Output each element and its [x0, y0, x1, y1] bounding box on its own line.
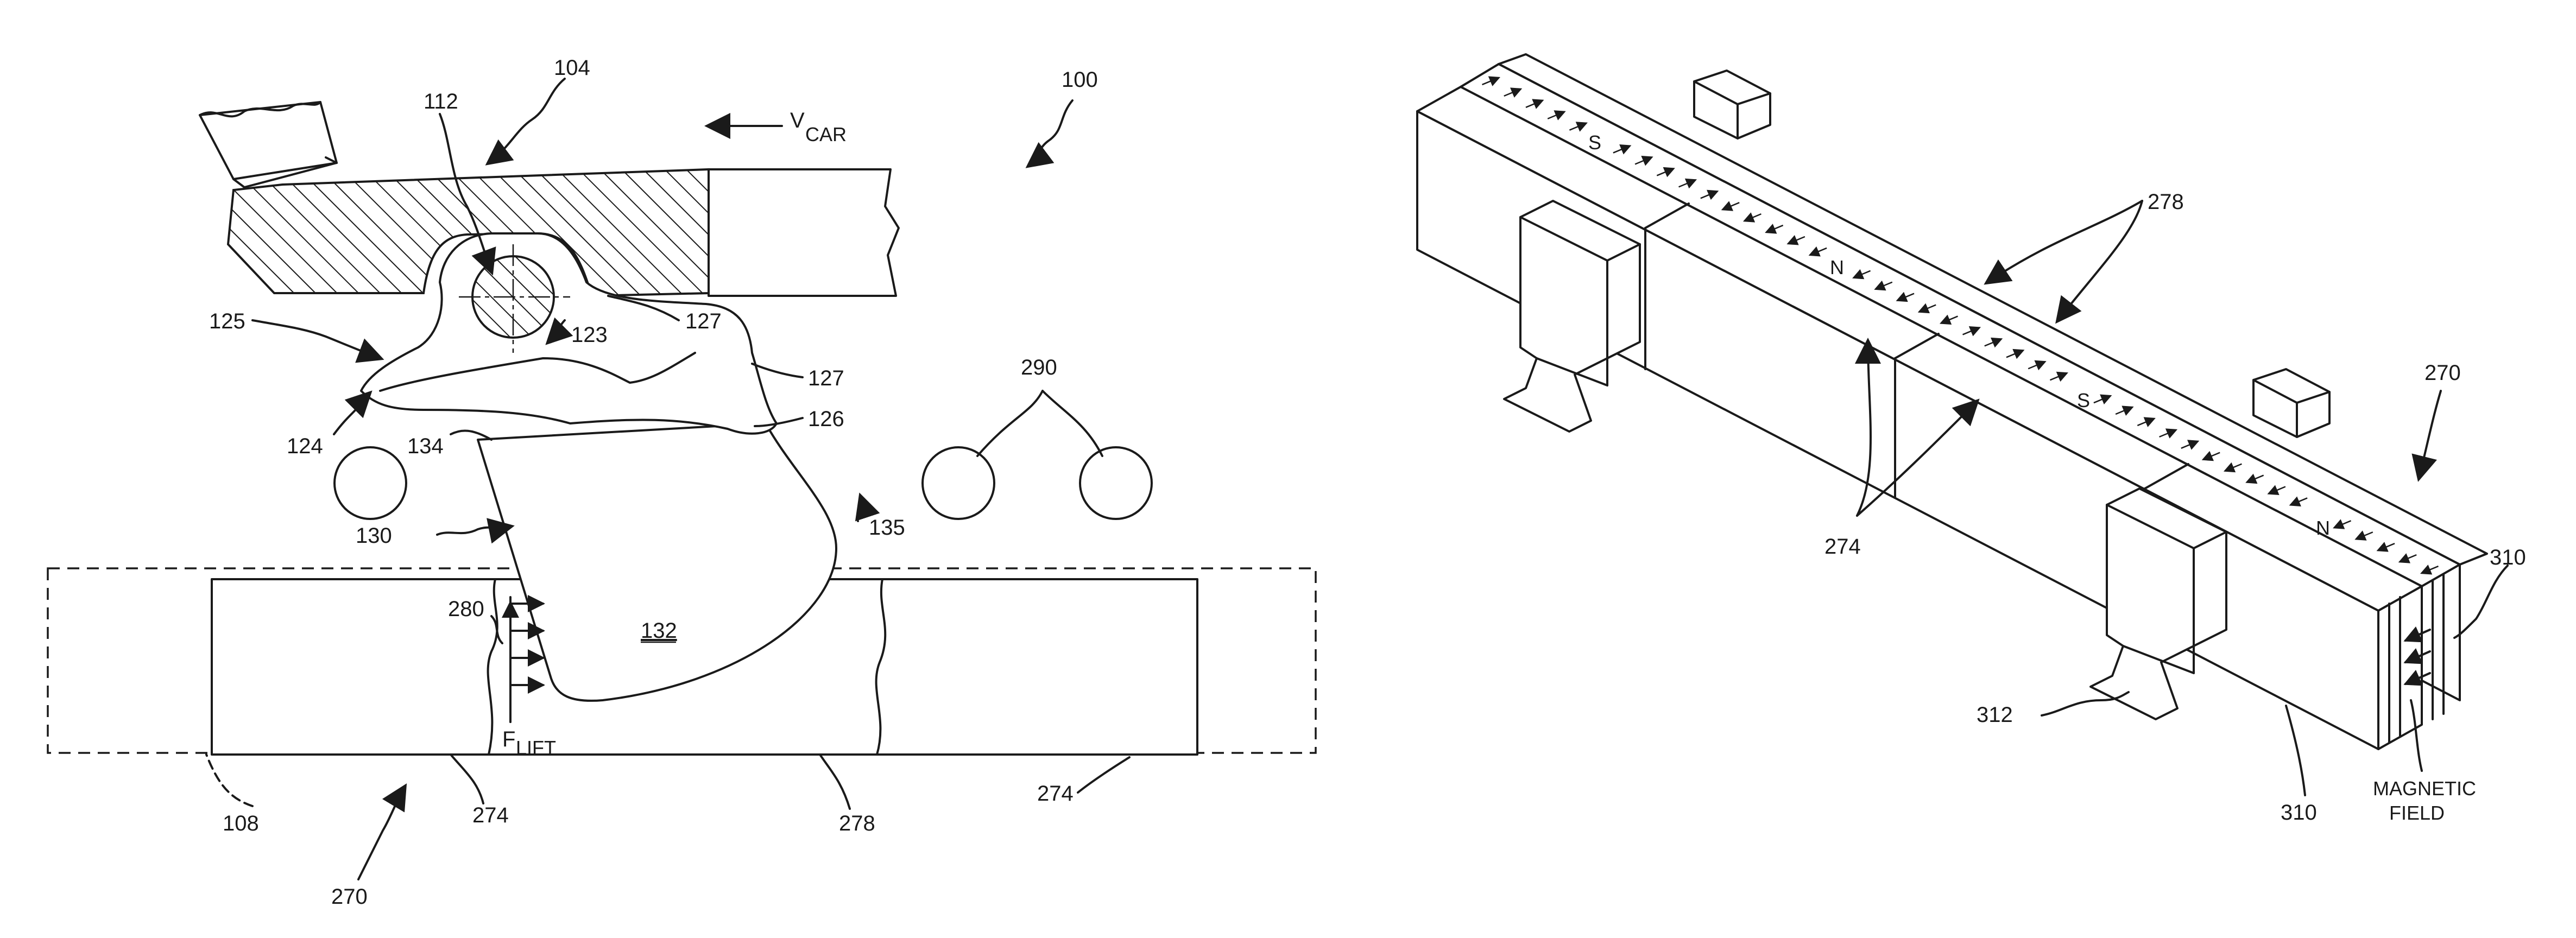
leader-270-r	[2419, 391, 2441, 478]
label-310-b: 310	[2281, 801, 2317, 825]
label-274b: 274	[1037, 782, 1074, 806]
leader-278-b	[2058, 201, 2142, 320]
leader-135	[857, 497, 861, 521]
label-125: 125	[209, 309, 245, 333]
leader-108	[206, 755, 252, 806]
leader-104	[489, 79, 565, 163]
label-127a: 127	[685, 309, 722, 333]
pole-s-2: S	[2077, 389, 2090, 411]
flift-main: F	[502, 727, 515, 751]
flift-sub: LIFT	[516, 737, 556, 759]
label-312: 312	[1977, 703, 2013, 727]
rear-bracket-1	[1694, 71, 1770, 138]
label-132: 132	[641, 619, 677, 643]
label-126: 126	[808, 407, 844, 431]
label-magnetic: MAGNETIC	[2373, 777, 2476, 800]
label-274a: 274	[472, 803, 509, 827]
roller-1	[334, 447, 406, 519]
vcar-sub: CAR	[805, 123, 847, 145]
leader-278	[820, 755, 850, 809]
label-270: 270	[331, 885, 368, 909]
label-vcar: V CAR	[790, 109, 847, 145]
roller-5	[1080, 447, 1152, 519]
label-130: 130	[356, 524, 392, 548]
label-278: 278	[839, 812, 875, 835]
label-270-r: 270	[2425, 361, 2461, 385]
leader-130	[437, 527, 510, 535]
leader-290-left	[977, 391, 1043, 456]
label-127b: 127	[808, 366, 844, 390]
vehicle-right-box	[709, 169, 899, 296]
label-124: 124	[287, 434, 323, 458]
leader-124	[334, 394, 369, 434]
leader-278-a	[1987, 201, 2142, 282]
label-112: 112	[424, 90, 458, 113]
label-278-r: 278	[2148, 190, 2184, 214]
label-104: 104	[554, 56, 590, 80]
label-135: 135	[869, 516, 905, 540]
rear-bracket-2	[2253, 369, 2329, 437]
pole-s-1: S	[1588, 131, 1601, 154]
front-bracket-1	[1504, 201, 1640, 432]
leader-100	[1029, 100, 1072, 166]
left-figure: 100 104 112 V CAR 125 127 123 127 124 13…	[48, 56, 1316, 909]
label-280: 280	[448, 597, 484, 621]
vcar-main: V	[790, 109, 805, 132]
pole-n-1: N	[1830, 256, 1844, 278]
label-134: 134	[407, 434, 444, 458]
leader-274b	[1078, 757, 1129, 793]
roller-4	[923, 447, 994, 519]
label-123: 123	[571, 323, 608, 347]
leader-270	[358, 787, 405, 879]
leader-125	[252, 320, 380, 358]
label-108: 108	[223, 812, 259, 835]
leader-310-b	[2286, 706, 2305, 795]
label-100: 100	[1062, 68, 1098, 92]
leader-127b	[752, 364, 803, 377]
front-bracket-2	[2091, 489, 2226, 719]
leader-274a	[451, 755, 483, 803]
right-figure: S N S N 278 270 274 310 312 310 MAGNETIC…	[1417, 54, 2526, 825]
label-310-a: 310	[2490, 546, 2526, 569]
label-290: 290	[1021, 356, 1057, 379]
leader-310-a	[2454, 566, 2508, 638]
label-274-r: 274	[1824, 535, 1861, 559]
pole-n-2: N	[2316, 517, 2330, 539]
label-field: FIELD	[2389, 802, 2445, 824]
leader-290-right	[1043, 391, 1102, 456]
